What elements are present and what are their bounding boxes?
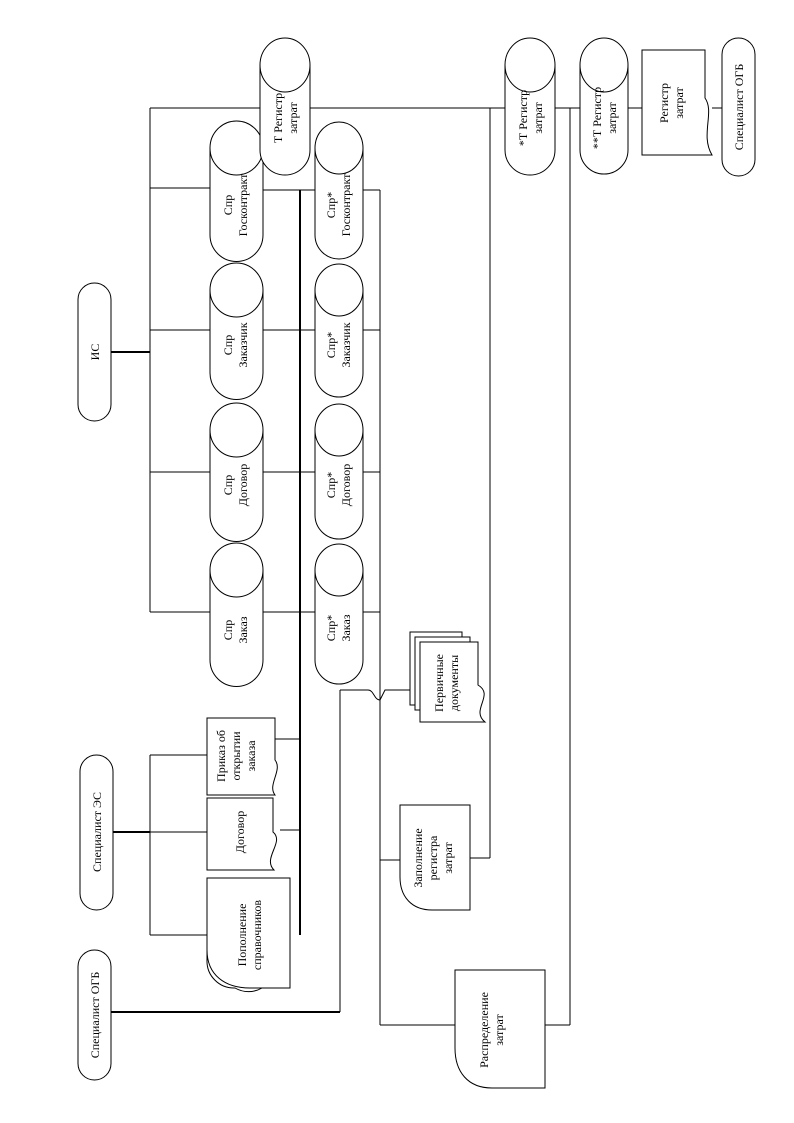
storage-spr-goskontrakt-line1: Спр bbox=[221, 195, 235, 215]
connector-lines bbox=[111, 107, 722, 1026]
document-contract: Договор bbox=[206, 797, 278, 871]
actor-specialist-ogb-left: Специалист ОГБ bbox=[77, 949, 112, 1081]
document-contract-label: Договор bbox=[233, 811, 247, 853]
process-distribute: Распределение затрат bbox=[454, 969, 546, 1089]
document-cost-register-line2: затрат bbox=[672, 87, 686, 119]
actor-is-label: ИС bbox=[88, 344, 102, 361]
storage-spr-zakaz: Спр Заказ bbox=[209, 542, 264, 687]
storage-spr-goskontrakt-line2: Госконтракт bbox=[236, 173, 250, 237]
storage-spr-star-dogovor-line1: Спр* bbox=[324, 472, 338, 498]
document-primary-docs: Первичные документы bbox=[409, 631, 487, 723]
storage-spr-star-goskontrakt-line1: Спр* bbox=[324, 192, 338, 218]
storage-t-2star-register-line1: **Т Регистр bbox=[590, 87, 604, 149]
storage-t-2star-register: **Т Регистр затрат bbox=[579, 37, 629, 175]
storage-spr-zakazchik: Спр Заказчик bbox=[209, 262, 264, 400]
storage-spr-star-zakazchik-line1: Спр* bbox=[324, 332, 338, 358]
storage-spr-zakaz-line2: Заказ bbox=[236, 616, 250, 643]
actor-is: ИС bbox=[77, 282, 112, 422]
storage-spr-zakazchik-line2: Заказчик bbox=[236, 322, 250, 367]
storage-spr-dogovor: Спр Договор bbox=[209, 402, 264, 542]
document-order-open: Приказ об открытии заказа bbox=[206, 717, 278, 796]
storage-spr-star-dogovor: Спр* Договор bbox=[314, 403, 364, 540]
process-fill-refs-line2: справочников bbox=[250, 900, 264, 970]
storage-spr-star-dogovor-line2: Договор bbox=[339, 464, 353, 506]
actor-specialist-es: Специалист ЭС bbox=[79, 754, 114, 911]
process-fill-refs: Пополнение справочников bbox=[206, 877, 291, 993]
storage-spr-star-zakazchik-line2: Заказчик bbox=[339, 322, 353, 367]
storage-t-2star-register-line2: затрат bbox=[605, 102, 619, 134]
process-fill-register-line2: регистра bbox=[426, 835, 440, 880]
process-distribute-line2: затрат bbox=[492, 1014, 506, 1046]
actor-specialist-ogb-right: Специалист ОГБ bbox=[721, 37, 756, 177]
storage-spr-star-zakaz-line1: Спр* bbox=[324, 615, 338, 641]
process-fill-register-line1: Заполнение bbox=[411, 828, 425, 887]
document-order-open-line3: заказа bbox=[244, 740, 258, 772]
storage-t-star-register-line2: затрат bbox=[531, 102, 545, 134]
storage-t-register: Т Регистр затрат bbox=[259, 37, 311, 176]
document-primary-docs-line1: Первичные bbox=[432, 654, 446, 712]
actor-specialist-es-label: Специалист ЭС bbox=[90, 792, 104, 872]
storage-spr-zakaz-line1: Спр bbox=[221, 620, 235, 640]
document-order-open-line2: открытии bbox=[229, 731, 243, 781]
document-cost-register: Регистр затрат bbox=[641, 49, 713, 156]
storage-spr-goskontrakt: Спр Госконтракт bbox=[209, 120, 264, 262]
storage-spr-zakazchik-line1: Спр bbox=[221, 335, 235, 355]
document-primary-docs-line2: документы bbox=[447, 655, 461, 711]
actor-specialist-ogb-right-label: Специалист ОГБ bbox=[732, 64, 746, 151]
process-fill-register: Заполнение регистра затрат bbox=[399, 804, 471, 911]
storage-t-register-line2: затрат bbox=[286, 102, 300, 134]
storage-spr-star-goskontrakt: Спр* Госконтракт bbox=[314, 121, 364, 260]
document-cost-register-line1: Регистр bbox=[657, 83, 671, 123]
process-fill-register-line3: затрат bbox=[441, 842, 455, 874]
storage-spr-star-zakazchik: Спр* Заказчик bbox=[314, 263, 364, 398]
document-order-open-line1: Приказ об bbox=[214, 730, 228, 782]
storage-t-register-line1: Т Регистр bbox=[271, 93, 285, 143]
storage-t-star-register: *Т Регистр затрат bbox=[504, 37, 556, 176]
storage-t-star-register-line1: *Т Регистр bbox=[516, 90, 530, 146]
storage-spr-dogovor-line2: Договор bbox=[236, 464, 250, 506]
actor-specialist-ogb-left-label: Специалист ОГБ bbox=[88, 972, 102, 1059]
storage-spr-star-zakaz: Спр* Заказ bbox=[314, 543, 364, 685]
storage-spr-dogovor-line1: Спр bbox=[221, 475, 235, 495]
storage-spr-star-zakaz-line2: Заказ bbox=[339, 614, 353, 641]
process-fill-refs-line1: Пополнение bbox=[235, 904, 249, 967]
process-distribute-line1: Распределение bbox=[477, 992, 491, 1068]
storage-spr-star-goskontrakt-line2: Госконтракт bbox=[339, 173, 353, 237]
